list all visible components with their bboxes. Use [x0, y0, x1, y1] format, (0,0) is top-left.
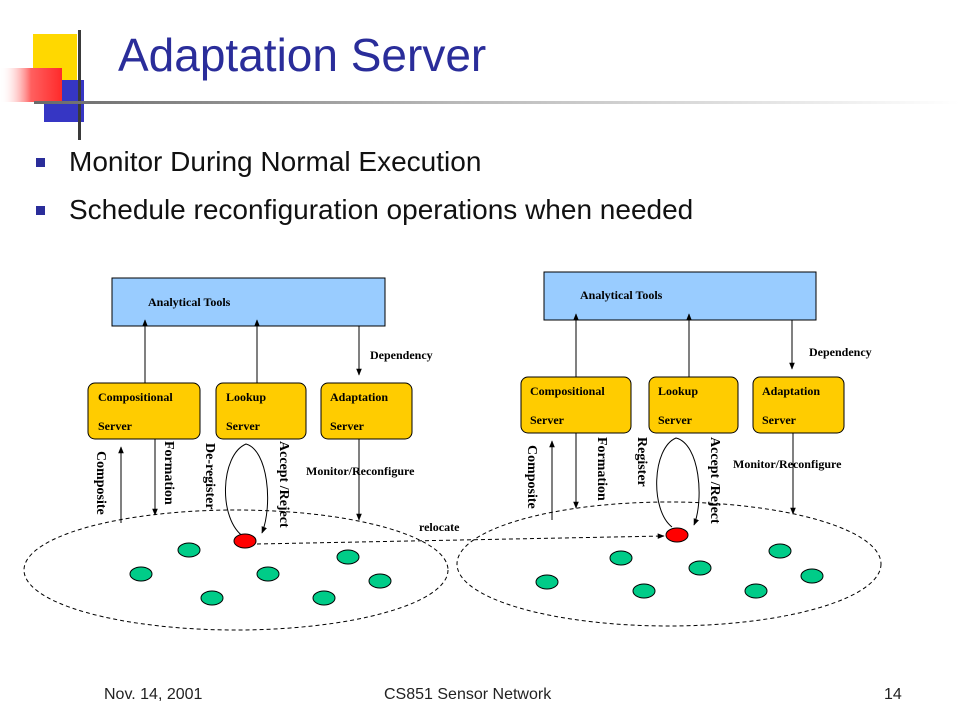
bullet-marker — [36, 158, 45, 167]
title-rule — [34, 101, 960, 104]
right-adaptation-server — [752, 376, 845, 434]
relocate-label: relocate — [419, 520, 460, 534]
bullet-marker — [36, 206, 45, 215]
sensor-node — [336, 549, 360, 565]
left-formation-label: Formation — [161, 441, 176, 505]
left-lookup-label-2: Server — [226, 419, 261, 433]
left-lookup-loop-arrow — [225, 443, 269, 538]
sensor-node — [800, 568, 824, 584]
right-analytical-tools-label: Analytical Tools — [580, 288, 663, 302]
left-lookup-server — [215, 382, 307, 440]
footer-date: Nov. 14, 2001 — [104, 686, 203, 703]
left-deregister-label: De-register — [202, 443, 217, 510]
sensor-node — [368, 573, 392, 589]
logo-red-bar — [0, 68, 62, 102]
relocate-arrow — [256, 533, 665, 545]
sensor-node — [200, 590, 224, 606]
mobile-node-relocated — [665, 527, 689, 543]
left-adaptation-label-1: Adaptation — [330, 390, 388, 404]
bullet-text: Schedule reconfiguration operations when… — [69, 194, 694, 225]
sensor-node — [312, 590, 336, 606]
footer-page-number: 14 — [884, 686, 902, 703]
right-compositional-label-2: Server — [530, 413, 565, 427]
left-monitor-reconfigure-label: Monitor/Reconfigure — [306, 464, 415, 478]
right-monitor-reconfigure-label: Monitor/Reconfigure — [733, 457, 842, 471]
sensor-node — [744, 583, 768, 599]
bullet-text: Monitor During Normal Execution — [69, 146, 482, 177]
left-adaptation-label-2: Server — [330, 419, 365, 433]
sensor-node — [256, 566, 280, 582]
right-compositional-label-1: Compositional — [530, 384, 605, 398]
right-sensor-field — [456, 501, 882, 627]
left-compositional-label-2: Server — [98, 419, 133, 433]
left-composite-label: Composite — [93, 451, 108, 515]
right-register-label: Register — [634, 437, 649, 487]
sensor-node — [632, 583, 656, 599]
right-lookup-loop-arrow — [656, 437, 700, 528]
right-analytical-tools-box — [543, 271, 817, 321]
right-formation-label: Formation — [594, 437, 609, 501]
right-dependency-label: Dependency — [809, 345, 872, 359]
left-accept-reject-label: Accept /Reject — [276, 441, 291, 528]
sensor-node — [129, 566, 153, 582]
right-lookup-server — [648, 376, 739, 434]
left-compositional-label-1: Compositional — [98, 390, 173, 404]
left-analytical-tools-label: Analytical Tools — [148, 295, 231, 309]
right-lookup-label-1: Lookup — [658, 384, 698, 398]
bullet-list: Monitor During Normal Execution Schedule… — [34, 140, 693, 236]
bullet-item: Monitor During Normal Execution — [34, 140, 693, 188]
sensor-node — [609, 550, 633, 566]
right-adaptation-label-2: Server — [762, 413, 797, 427]
footer-course: CS851 Sensor Network — [384, 686, 552, 703]
left-analytical-tools-box — [111, 277, 386, 327]
right-composite-label: Composite — [524, 445, 539, 509]
sensor-node — [768, 543, 792, 559]
bullet-item: Schedule reconfiguration operations when… — [34, 188, 693, 236]
left-adaptation-server — [320, 382, 413, 440]
logo-vertical-line — [78, 30, 81, 140]
left-lookup-label-1: Lookup — [226, 390, 266, 404]
left-compositional-server — [87, 382, 201, 440]
mobile-node-origin — [233, 533, 257, 549]
left-dependency-label: Dependency — [370, 348, 433, 362]
sensor-node — [535, 574, 559, 590]
sensor-node — [688, 560, 712, 576]
slide-title: Adaptation Server — [118, 29, 487, 81]
right-lookup-label-2: Server — [658, 413, 693, 427]
sensor-node — [177, 542, 201, 558]
right-accept-reject-label: Accept /Reject — [707, 437, 722, 524]
left-sensor-field — [23, 509, 449, 631]
right-adaptation-label-1: Adaptation — [762, 384, 820, 398]
